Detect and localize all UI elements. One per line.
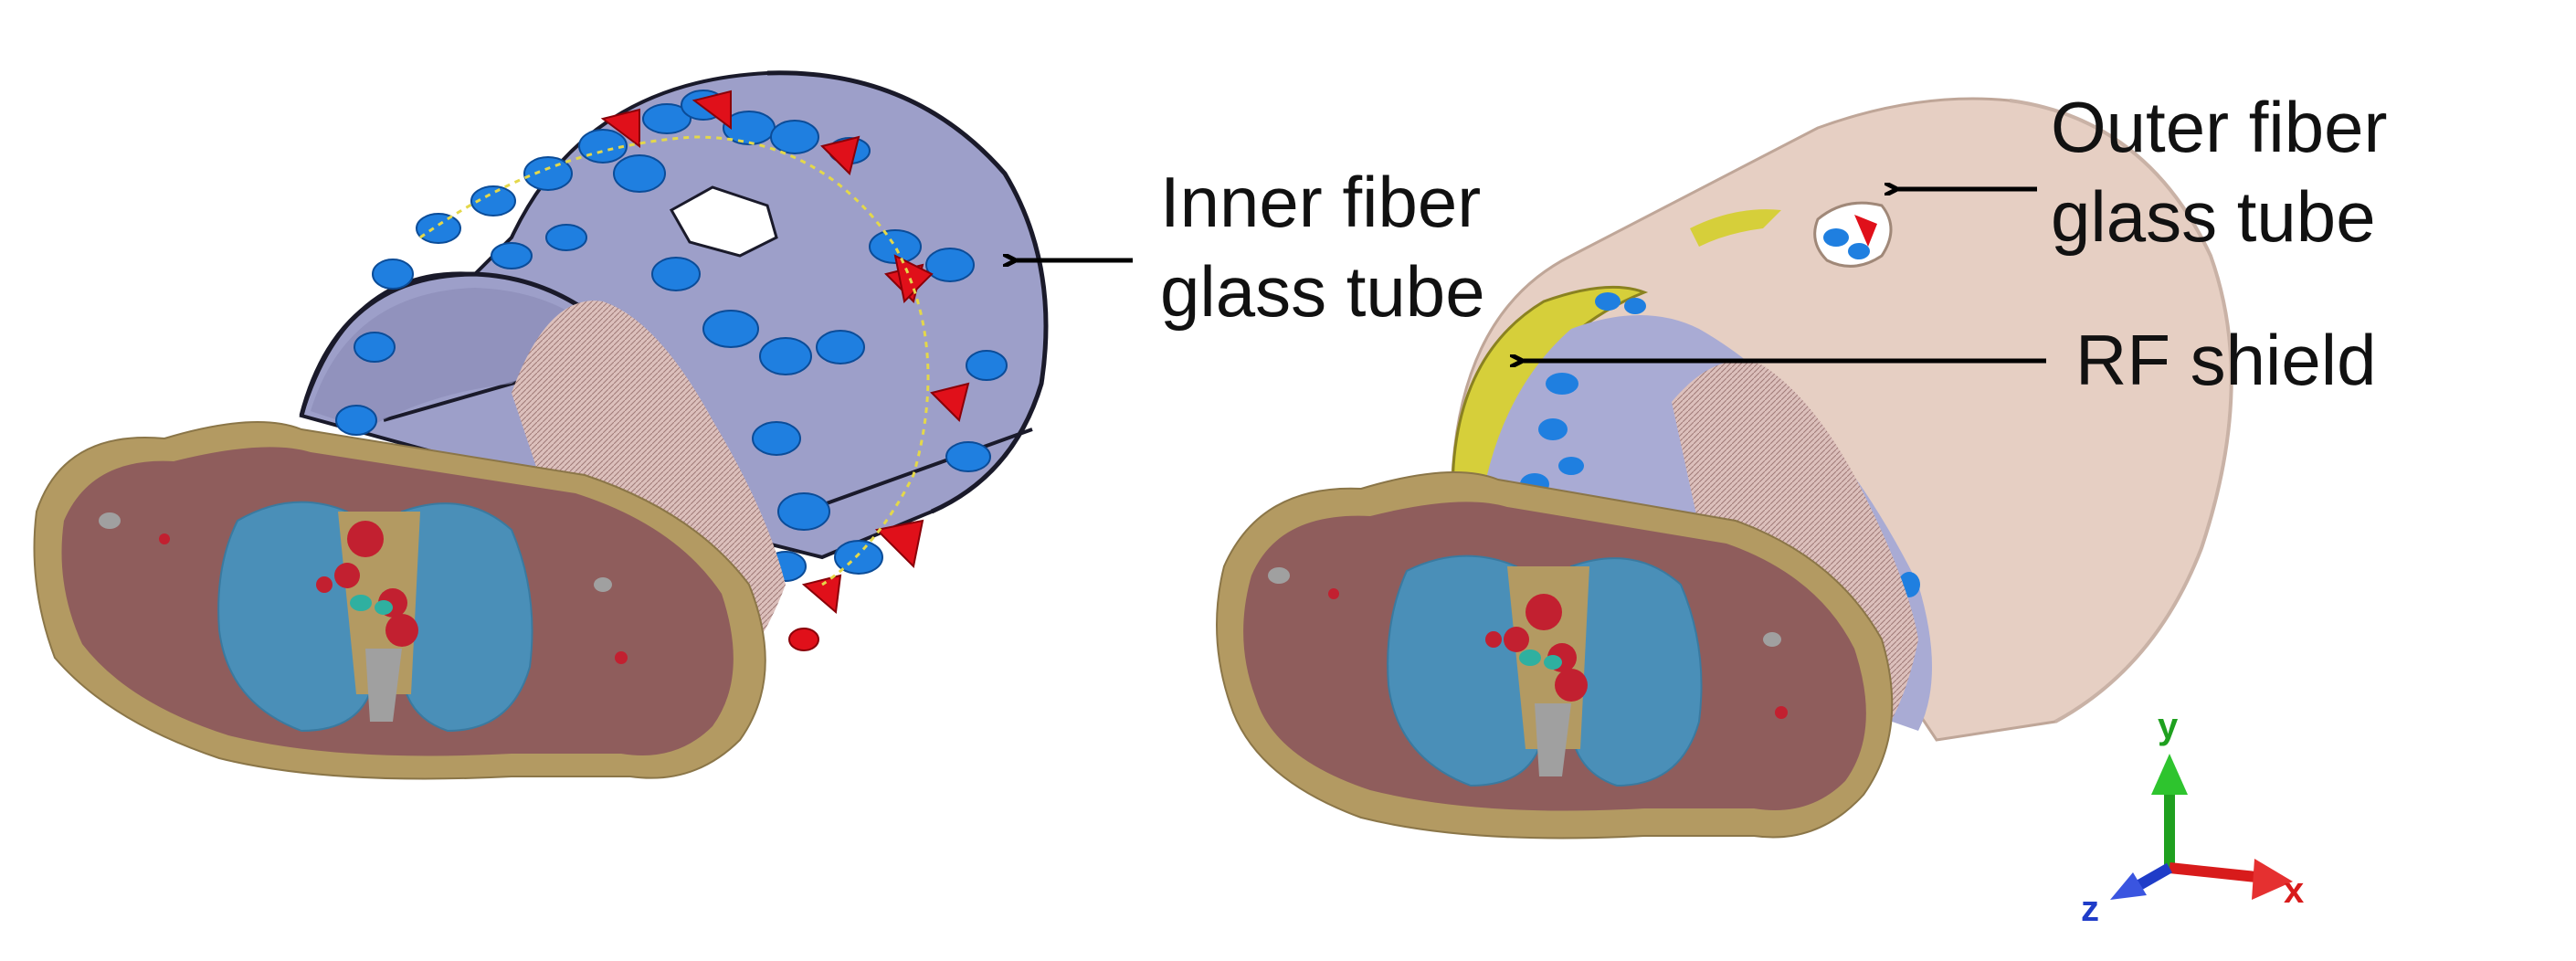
axis-z-label: z [2081, 891, 2099, 927]
inner-tube-label-line2: glass tube [1160, 247, 1485, 336]
outer-tube-label-line2: glass tube [2051, 172, 2387, 261]
rf-shield-label: RF shield [2075, 315, 2376, 405]
left-coil-model [35, 73, 1047, 779]
inner-tube-label-line1: Inner fiber [1160, 157, 1485, 247]
inner-tube-label: Inner fiber glass tube [1160, 157, 1485, 336]
orientation-triad-icon [2110, 754, 2293, 900]
axis-y-label: y [2158, 708, 2178, 745]
axis-x-label: x [2284, 872, 2304, 909]
outer-tube-label-line1: Outer fiber [2051, 82, 2387, 172]
outer-tube-label: Outer fiber glass tube [2051, 82, 2387, 261]
